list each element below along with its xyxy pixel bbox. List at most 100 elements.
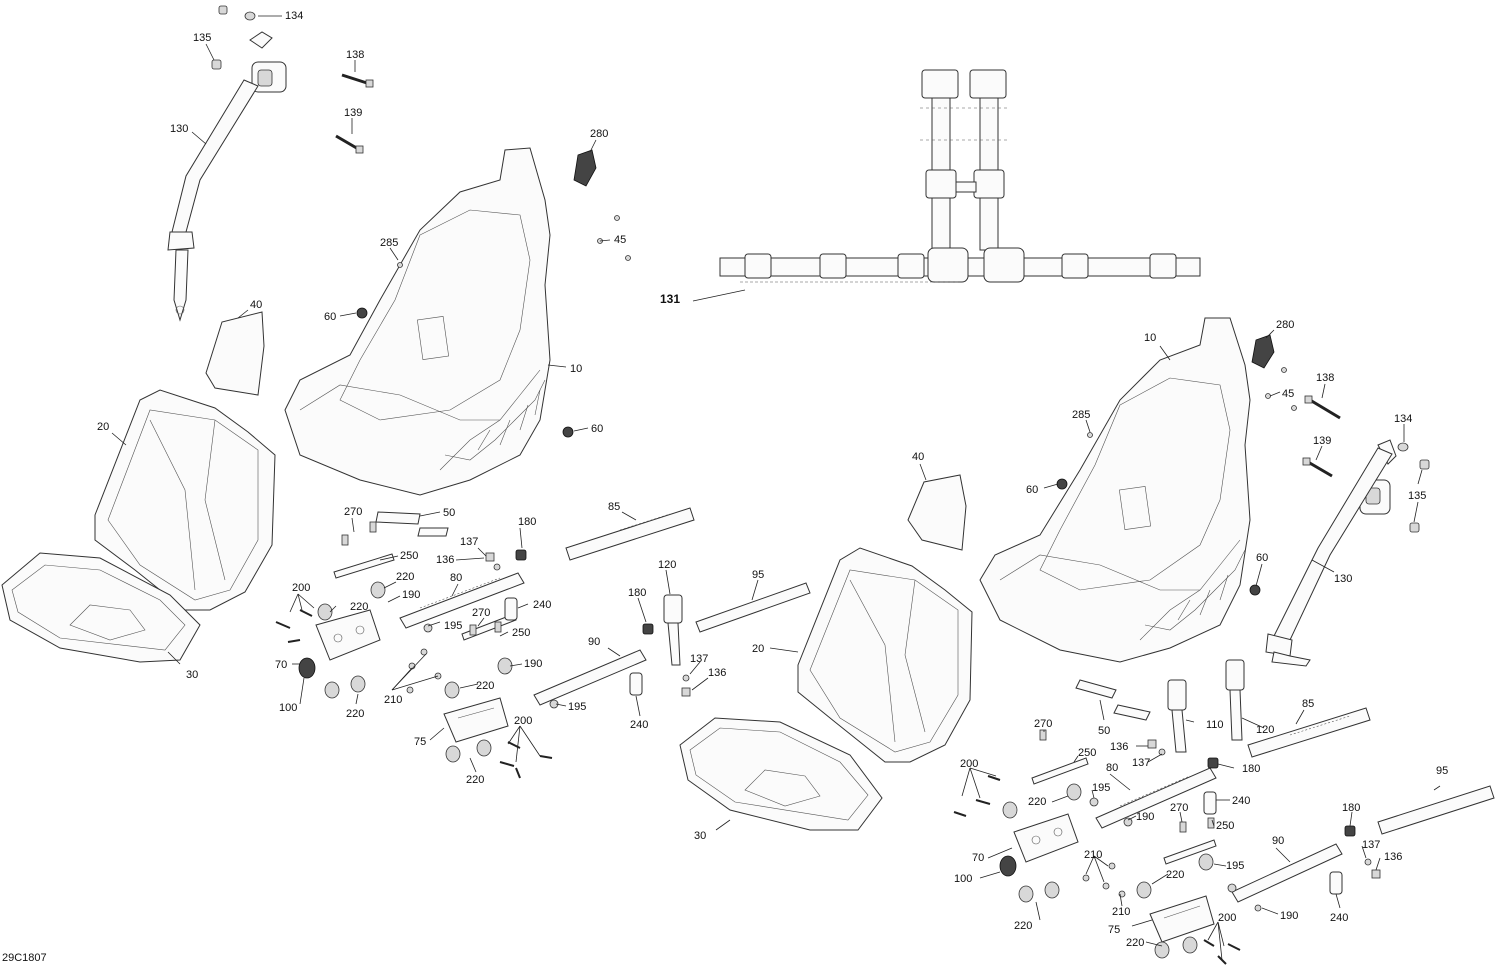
rail-80-right (1095, 767, 1217, 829)
rollers-220-right (1002, 783, 1214, 959)
callout-134: 134 (285, 10, 303, 22)
buckle-110-right (1167, 679, 1187, 753)
callout-138: 138 (1316, 372, 1334, 384)
rivet-285-left (397, 262, 403, 268)
callout-180: 180 (518, 516, 536, 528)
screw-135-right (1409, 459, 1430, 533)
bolt-138-left (341, 73, 374, 88)
callout-20: 20 (97, 421, 109, 433)
callout-60: 60 (324, 311, 336, 323)
anchor-plate-70-right (1013, 813, 1079, 863)
callout-136: 136 (1110, 741, 1128, 753)
callout-85: 85 (1302, 698, 1314, 710)
callout-75: 75 (1108, 924, 1120, 936)
callout-250: 250 (1216, 820, 1234, 832)
anchor-plate-70-left (315, 609, 381, 661)
callout-60: 60 (591, 423, 603, 435)
callout-labels: 134 135 138 139 130 280 285 45 40 60 10 … (2, 10, 1448, 964)
callout-240: 240 (533, 599, 551, 611)
rail-80-left (399, 572, 525, 629)
seat-belt-130-right (1265, 439, 1397, 667)
callout-250: 250 (1078, 747, 1096, 759)
anchor-plate-75-left (443, 697, 509, 743)
callout-75: 75 (414, 736, 426, 748)
callout-180: 180 (1242, 763, 1260, 775)
nut-60-left (356, 307, 574, 438)
callout-80: 80 (1106, 762, 1118, 774)
callout-180: 180 (628, 587, 646, 599)
seat-frame-10-left (284, 147, 551, 496)
callout-137: 137 (1362, 839, 1380, 851)
tube-95-left (695, 582, 811, 633)
callout-180: 180 (1342, 802, 1360, 814)
bumper-100-right (999, 855, 1017, 877)
bolt-138-right (1304, 395, 1341, 420)
pad-40-right (907, 474, 967, 551)
callout-200: 200 (292, 582, 310, 594)
callout-220: 220 (1014, 920, 1032, 932)
callout-40: 40 (250, 299, 262, 311)
callout-240: 240 (1330, 912, 1348, 924)
callout-137: 137 (1132, 757, 1150, 769)
rail-90-right (1231, 843, 1343, 903)
callout-30: 30 (186, 669, 198, 681)
callout-280: 280 (1276, 319, 1294, 331)
callout-95: 95 (752, 569, 764, 581)
bumper-100-left (298, 657, 316, 679)
callout-190: 190 (1136, 811, 1154, 823)
callout-10: 10 (570, 363, 582, 375)
callout-100: 100 (954, 873, 972, 885)
callout-110: 110 (1206, 719, 1224, 731)
seat-frame-10-right (979, 317, 1251, 663)
rollers-220-left (317, 581, 513, 763)
nuts-180-195-left (423, 549, 654, 709)
callout-130: 130 (1334, 573, 1352, 585)
callout-195: 195 (568, 701, 586, 713)
callout-139: 139 (344, 107, 362, 119)
bolts-270-left (341, 521, 502, 636)
callout-70: 70 (972, 852, 984, 864)
callout-220: 220 (346, 708, 364, 720)
callout-270: 270 (1170, 802, 1188, 814)
callout-30: 30 (694, 830, 706, 842)
washer-134-left (244, 11, 256, 21)
callout-195: 195 (1092, 782, 1110, 794)
clip-280-left (573, 149, 597, 187)
harness-131 (692, 69, 1201, 302)
callout-220: 220 (466, 774, 484, 786)
callout-40: 40 (912, 451, 924, 463)
callout-70: 70 (275, 659, 287, 671)
pad-40-left (205, 311, 265, 396)
callout-10: 10 (1144, 332, 1156, 344)
callout-136: 136 (1384, 851, 1402, 863)
callout-200: 200 (514, 715, 532, 727)
callout-195: 195 (444, 620, 462, 632)
tube-85-left (565, 507, 695, 561)
callout-200: 200 (1218, 912, 1236, 924)
label-50-left (375, 511, 449, 537)
callout-136: 136 (708, 667, 726, 679)
callout-280: 280 (590, 128, 608, 140)
callout-139: 139 (1313, 435, 1331, 447)
callout-220: 220 (1166, 869, 1184, 881)
callout-220: 220 (396, 571, 414, 583)
bolt-139-left (335, 134, 364, 154)
callout-95: 95 (1436, 765, 1448, 777)
callout-220: 220 (350, 601, 368, 613)
callout-270: 270 (1034, 718, 1052, 730)
callout-210: 210 (384, 694, 402, 706)
backrest-cushion-20-left (94, 389, 276, 611)
callout-85: 85 (608, 501, 620, 513)
callout-190: 190 (524, 658, 542, 670)
screws-200-left (275, 609, 553, 779)
seat-cushion-30-left (1, 552, 201, 663)
callout-285: 285 (380, 237, 398, 249)
callout-131: 131 (660, 292, 680, 306)
callout-130: 130 (170, 123, 188, 135)
callout-90: 90 (1272, 835, 1284, 847)
callout-195: 195 (1226, 860, 1244, 872)
clip-280-right (1251, 334, 1275, 369)
backrest-cushion-20-right (797, 547, 973, 763)
callout-135: 135 (1408, 490, 1426, 502)
